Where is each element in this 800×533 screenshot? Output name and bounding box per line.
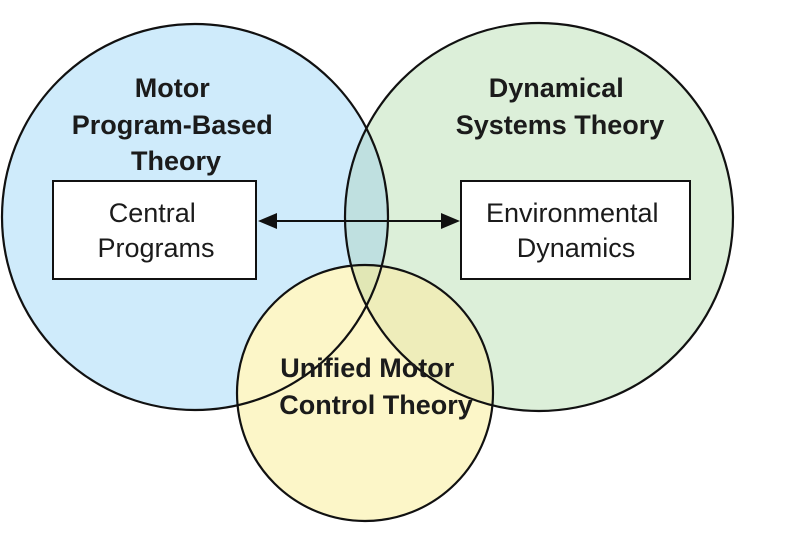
central-programs-label: Central Programs: [97, 198, 214, 263]
motor-program-circle-outline: [0, 22, 390, 412]
environmental-dynamics-box: [460, 180, 691, 280]
arrow-head-left: [258, 213, 277, 229]
overlap-dynamical-unified: [345, 265, 493, 411]
central-programs-box: [52, 180, 257, 280]
unified-theory-title: Unified Motor Control Theory: [279, 353, 473, 420]
motor-program-title: Motor Program-Based Theory: [72, 73, 281, 176]
unified-theory-circle-outline: [235, 263, 495, 523]
arrow-head-right: [441, 213, 460, 229]
bidirectional-arrow: [258, 213, 460, 229]
dynamical-systems-title: Dynamical Systems Theory: [456, 73, 665, 140]
dynamical-systems-circle-outline: [343, 21, 735, 413]
environmental-dynamics-label: Environmental Dynamics: [486, 198, 666, 263]
